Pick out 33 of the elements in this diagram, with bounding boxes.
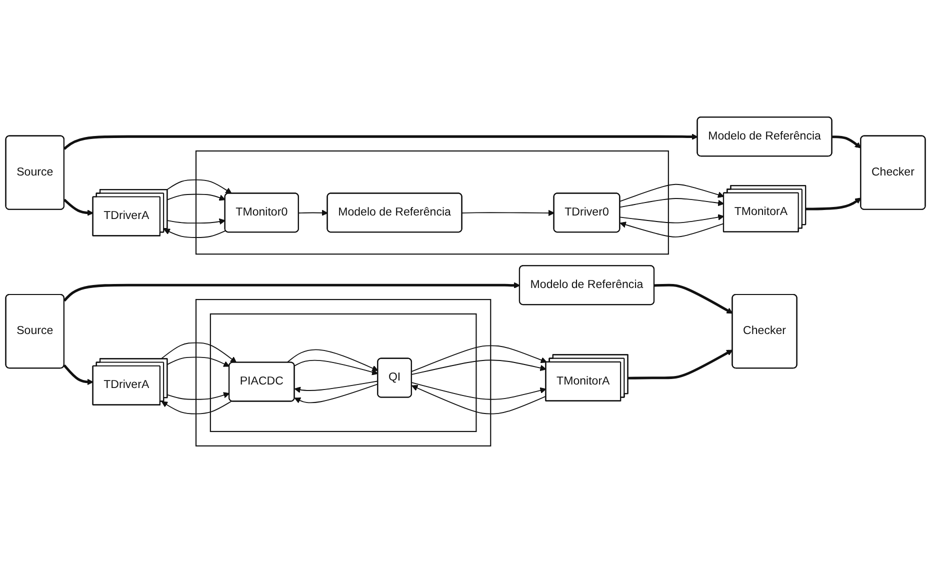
arrow (832, 136, 862, 148)
cluster (195, 150, 669, 255)
arrow (294, 380, 378, 393)
arrow (161, 400, 232, 414)
arrow (63, 282, 520, 302)
arrow (654, 284, 733, 314)
arrow (412, 384, 547, 414)
arrow (167, 194, 226, 201)
arrow (286, 349, 378, 372)
arrow (411, 360, 546, 375)
arrow (411, 382, 546, 400)
arrow (164, 228, 226, 238)
arrow (166, 179, 232, 194)
arrow (411, 345, 547, 372)
arrow (620, 222, 724, 238)
arrow (462, 210, 554, 216)
arrow (294, 384, 378, 404)
arrow (628, 350, 733, 380)
arrow (63, 198, 94, 216)
arrow (64, 134, 698, 150)
arrow (167, 218, 226, 225)
arrow (620, 198, 724, 208)
cluster (210, 313, 477, 432)
arrow (160, 342, 237, 363)
arrow (620, 184, 724, 202)
arrow (298, 210, 328, 216)
arrow (294, 360, 378, 376)
cluster (195, 298, 492, 446)
arrow (63, 364, 94, 386)
arrow (806, 198, 862, 210)
arrow (620, 214, 724, 224)
arrow (167, 356, 230, 367)
arrow (167, 392, 230, 400)
